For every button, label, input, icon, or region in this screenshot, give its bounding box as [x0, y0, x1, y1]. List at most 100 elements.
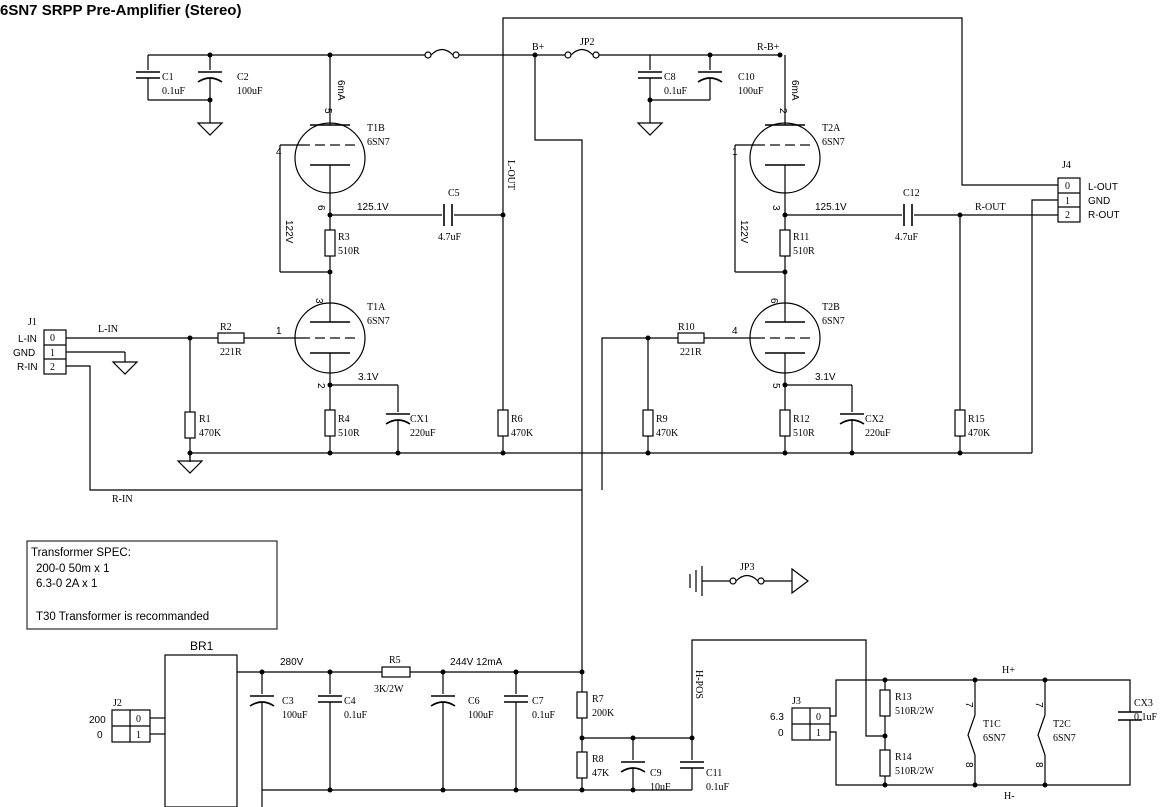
tube-t1a	[294, 290, 366, 410]
j2-label-200: 200	[89, 715, 106, 726]
j4-label-l-out: L-OUT	[1088, 182, 1118, 193]
right-input-network	[601, 332, 760, 490]
left-cathode-voltage: 3.1V	[358, 372, 379, 383]
j1-label-r-in: R-IN	[17, 362, 38, 373]
t1b-type: 6SN7	[367, 137, 390, 148]
tube-t2b	[749, 290, 821, 410]
r8-ref: R8	[592, 754, 604, 765]
cx2-value: 220uF	[865, 428, 891, 439]
net-label-h-pos: H-POS	[693, 670, 704, 699]
t1a-ref: T1A	[367, 302, 386, 313]
j1-pin0: 0	[50, 333, 55, 344]
right-output-coupling	[782, 204, 1058, 410]
resistor-r15	[954, 409, 966, 453]
j1-pin1: 1	[50, 348, 55, 359]
right-mid-voltage: 125.1V	[815, 202, 847, 213]
c8-ref: C8	[664, 72, 676, 83]
b-plus-rail	[148, 48, 783, 59]
r4-ref: R4	[338, 414, 350, 425]
cx3-value: 0.1uF	[1134, 712, 1158, 723]
c1-value: 0.1uF	[162, 86, 186, 97]
j1-pin2: 2	[50, 362, 55, 373]
r3-ref: R3	[338, 232, 350, 243]
c7-value: 0.1uF	[532, 710, 556, 721]
spec-line2: 6.3-0 2A x 1	[36, 578, 97, 590]
t2b-type: 6SN7	[822, 316, 845, 327]
r1-value: 470K	[199, 428, 222, 439]
j4-pin1: 1	[1065, 196, 1070, 207]
r2-value: 221R	[220, 347, 242, 358]
left-current-label: 6mA	[335, 80, 346, 101]
r5-ref: R5	[389, 655, 401, 666]
supply-voltage-label: 244V 12mA	[450, 657, 503, 668]
r15-ref: R15	[968, 414, 985, 425]
r2-ref: R2	[220, 322, 232, 333]
net-label-h-minus: H-	[1004, 791, 1015, 802]
bridge-rectifier-br1	[164, 654, 238, 807]
r7-ref: R7	[592, 694, 604, 705]
j3-label-6-3: 6.3	[770, 712, 784, 723]
cx3-ref: CX3	[1134, 698, 1153, 709]
b-plus-branch-wires	[502, 17, 1058, 672]
c6-value: 100uF	[468, 710, 494, 721]
jp3-label: JP3	[740, 562, 754, 573]
r11-ref: R11	[793, 232, 809, 243]
net-label-r-out: R-OUT	[975, 202, 1006, 213]
j1-label-gnd: GND	[13, 348, 35, 359]
j3-ref: J3	[792, 696, 801, 707]
resistor-r3	[280, 229, 336, 290]
t1b-anode-pin: 5	[322, 108, 333, 114]
t1b-cathode-pin: 6	[315, 205, 326, 211]
t2c-ref: T2C	[1053, 719, 1071, 730]
j1-ref: J1	[28, 317, 37, 328]
r12-value: 510R	[793, 428, 815, 439]
r10-ref: R10	[678, 322, 695, 333]
t1c-bottom-pin: 8	[963, 762, 974, 768]
net-label-r-in: R-IN	[112, 494, 133, 505]
t1c-top-pin: 7	[963, 702, 974, 708]
j2-label-0: 0	[97, 730, 103, 741]
cx1-ref: CX1	[410, 414, 429, 425]
right-cathode-voltage: 3.1V	[815, 372, 836, 383]
t1a-grid-pin: 1	[276, 326, 282, 337]
t2c-bottom-pin: 8	[1033, 762, 1044, 768]
c12-ref: C12	[903, 188, 920, 199]
schematic-title: 6SN7 SRPP Pre-Amplifier (Stereo)	[0, 2, 241, 19]
r7-value: 200K	[592, 708, 615, 719]
c9-value: 10uF	[650, 782, 671, 793]
connector-j1	[43, 329, 582, 491]
c7-ref: C7	[532, 696, 544, 707]
r14-value: 510R/2W	[895, 766, 934, 777]
r14-ref: R14	[895, 752, 912, 763]
r8-value: 47K	[592, 768, 610, 779]
c4-ref: C4	[344, 696, 356, 707]
r9-ref: R9	[656, 414, 668, 425]
connector-j2	[111, 709, 165, 743]
rect-voltage-label: 280V	[280, 657, 304, 668]
r10-value: 221R	[680, 347, 702, 358]
r12-ref: R12	[793, 414, 810, 425]
t1a-cathode-pin: 2	[315, 383, 326, 389]
left-grid-voltage: 122V	[283, 220, 294, 244]
j4-label-gnd: GND	[1088, 196, 1110, 207]
r11-value: 510R	[793, 246, 815, 257]
t2a-type: 6SN7	[822, 137, 845, 148]
transformer-spec-box	[26, 540, 278, 630]
spec-line1: 200-0 50m x 1	[36, 563, 110, 575]
t1a-type: 6SN7	[367, 316, 390, 327]
r6-ref: R6	[511, 414, 523, 425]
c3-ref: C3	[282, 696, 294, 707]
r13-ref: R13	[895, 692, 912, 703]
net-label-l-in: L-IN	[98, 324, 118, 335]
left-input-network	[66, 332, 305, 474]
t1c-ref: T1C	[983, 719, 1001, 730]
connector-j4	[1057, 177, 1081, 223]
ground-rail	[187, 199, 1058, 456]
spec-line3: T30 Transformer is recommanded	[36, 611, 209, 623]
j2-pin0: 0	[136, 714, 141, 725]
c1-c2-group	[136, 55, 223, 136]
left-mid-voltage: 125.1V	[357, 202, 389, 213]
tube-t1b	[279, 55, 366, 272]
j3-pin1: 1	[816, 728, 821, 739]
